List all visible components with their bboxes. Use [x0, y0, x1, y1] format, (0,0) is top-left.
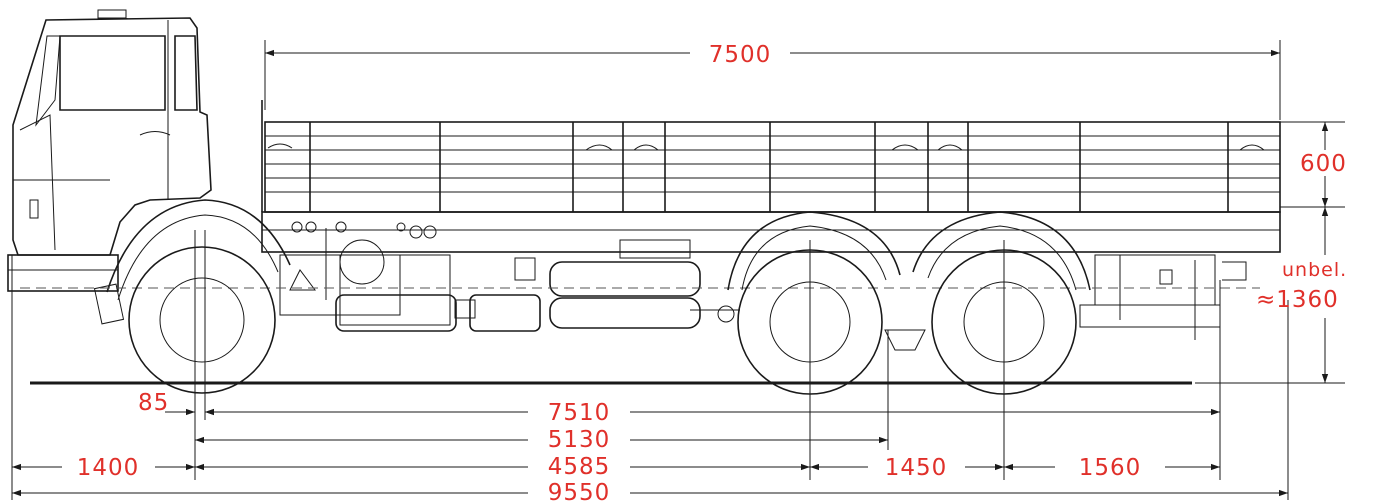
cab	[7, 9, 291, 325]
dim-platform-height-value: ≈1360	[1256, 287, 1339, 313]
rear-axle-2-wheel	[912, 211, 1091, 395]
dim-axle-spacing: 1450	[885, 455, 948, 481]
dim-axle-to-bogie: 5130	[548, 427, 611, 453]
dimension-labels: 7500 600 unbel. ≈1360 85 7510 5130 1400 …	[77, 42, 1347, 501]
dim-platform-height-label: unbel.	[1282, 259, 1347, 281]
chassis	[20, 211, 1281, 351]
rear-axle-1-wheel	[727, 211, 901, 395]
dim-axle-to-end: 7510	[548, 400, 611, 426]
dim-front-overhang: 1400	[77, 455, 140, 481]
dim-platform-length: 7500	[709, 42, 772, 68]
dim-wheelbase: 4585	[548, 454, 611, 480]
truck-illustration	[7, 9, 1281, 395]
cargo-platform	[261, 100, 1281, 213]
front-wheel	[128, 246, 276, 394]
dimension-lines	[11, 40, 1345, 500]
dim-front-offset: 85	[138, 390, 169, 416]
dim-overall-length: 9550	[548, 480, 611, 501]
dim-side-height: 600	[1300, 151, 1347, 177]
dim-rear-overhang: 1560	[1079, 455, 1142, 481]
